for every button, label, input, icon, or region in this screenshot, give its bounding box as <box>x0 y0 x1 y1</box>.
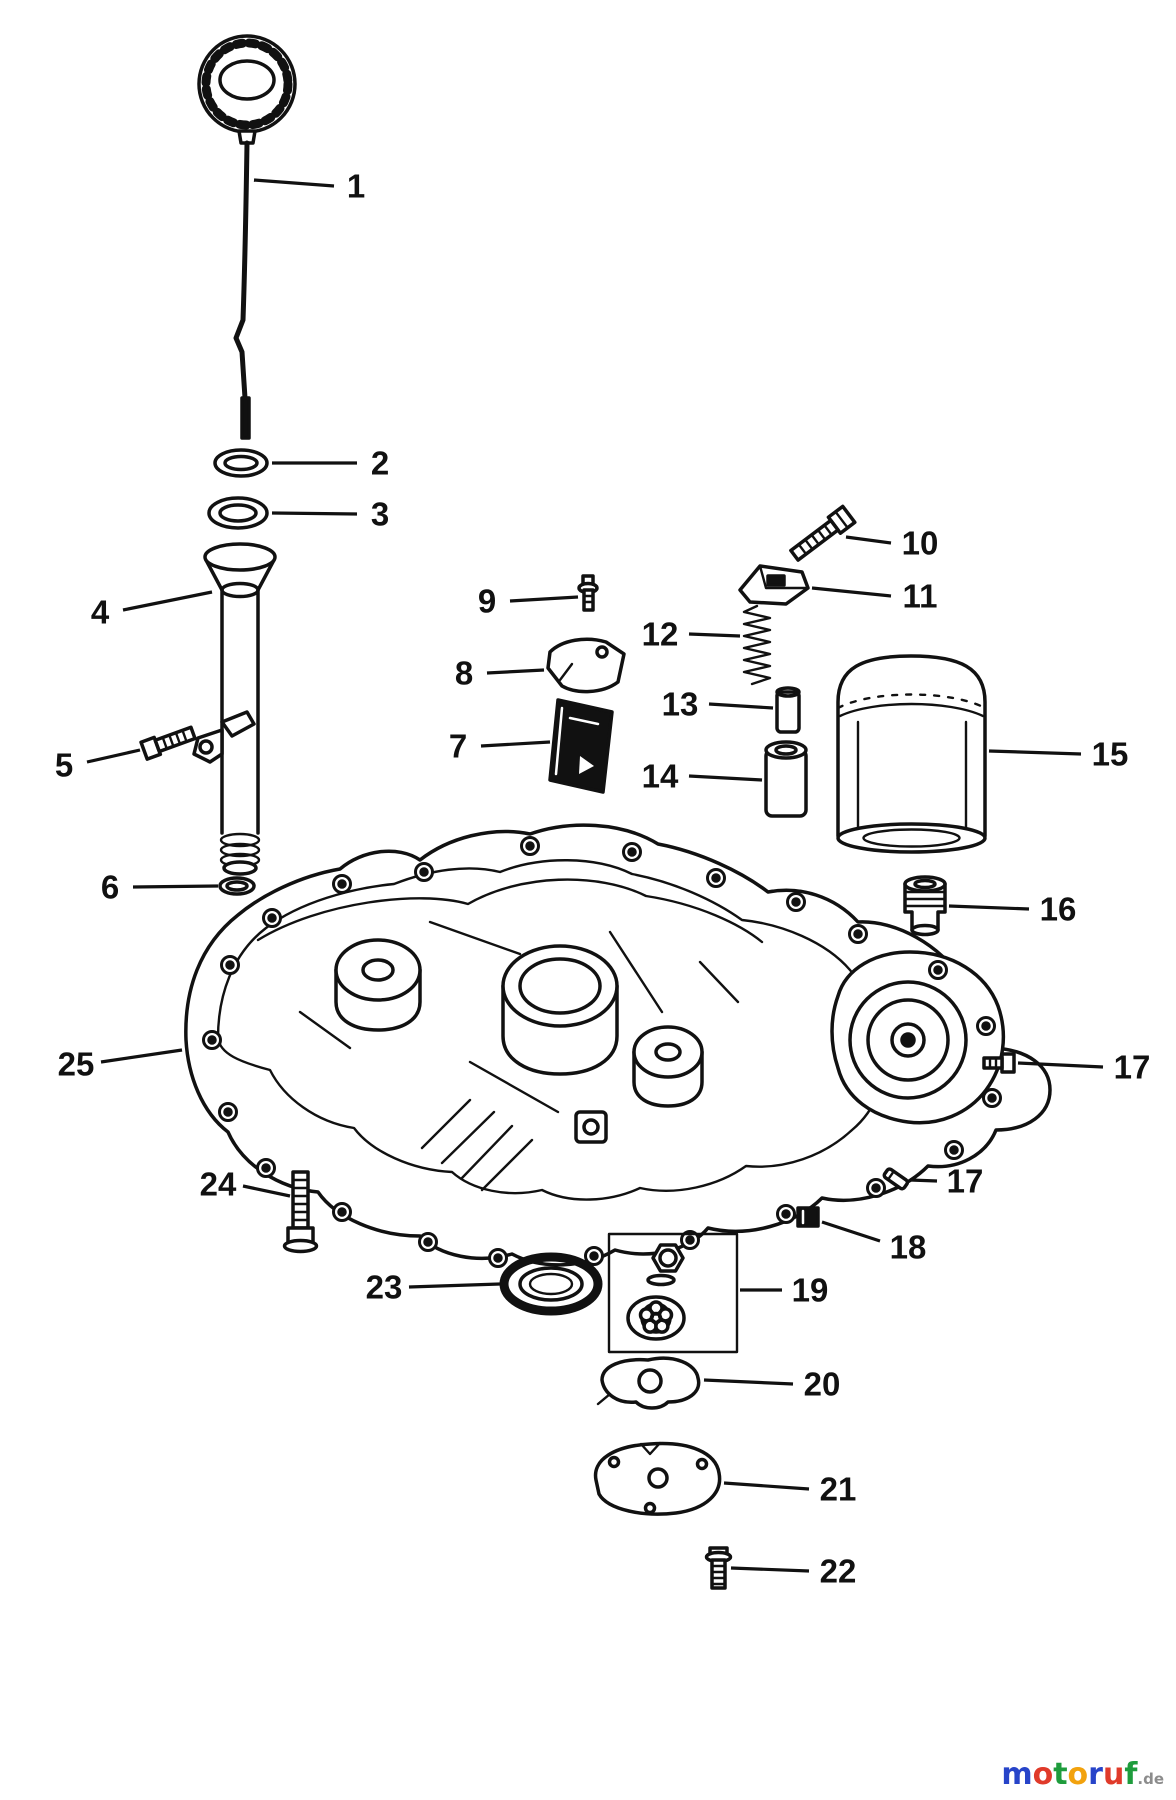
o-ring-upper <box>213 448 269 478</box>
part-number-24: 24 <box>200 1166 237 1203</box>
leader-line-12-11 <box>688 632 741 638</box>
leader-line-18-18 <box>821 1220 881 1243</box>
leader-line-1-0 <box>253 178 335 188</box>
leader-line-8-7 <box>486 668 545 675</box>
pan-webbing <box>298 920 740 1114</box>
oil-seal <box>499 1252 603 1316</box>
label-bracket <box>546 637 626 694</box>
part-number-12: 12 <box>642 616 679 653</box>
oil-pump-kit <box>607 1232 739 1354</box>
pump-gasket <box>596 1356 701 1410</box>
leader-line-20-20 <box>703 1378 794 1386</box>
watermark-brand: motoruf <box>1001 1757 1137 1792</box>
part-number-20: 20 <box>804 1366 841 1403</box>
part-number-1: 1 <box>347 168 365 205</box>
oil-pan <box>184 823 1052 1269</box>
mount-bolt <box>789 504 857 562</box>
leader-line-24-24 <box>242 1184 291 1198</box>
watermark-link[interactable]: motoruf.de <box>1001 1757 1164 1792</box>
leader-line-22-22 <box>730 1566 810 1573</box>
part-number-19: 19 <box>792 1272 829 1309</box>
pan-bolt <box>282 1170 319 1254</box>
oil-filter <box>836 654 987 854</box>
watermark-letter: m <box>1001 1757 1033 1792</box>
mount-bracket <box>738 564 810 606</box>
pan-bosses <box>334 938 704 1144</box>
leader-line-23-23 <box>408 1282 501 1289</box>
part-number-15: 15 <box>1092 736 1129 773</box>
watermark-letter: t <box>1053 1757 1068 1792</box>
relief-spring <box>742 604 772 686</box>
leader-line-11-10 <box>811 586 892 598</box>
part-number-9: 9 <box>478 583 496 620</box>
pan-interior-contour <box>256 878 764 944</box>
cover-screw <box>704 1546 733 1590</box>
leader-line-14-13 <box>688 774 763 782</box>
leader-line-13-12 <box>708 702 774 710</box>
leader-line-21-21 <box>723 1481 810 1491</box>
watermark-letter: o <box>1032 1757 1054 1792</box>
part-number-17: 17 <box>947 1163 984 1200</box>
warning-label <box>548 698 614 794</box>
pump-nut <box>646 1243 685 1287</box>
part-number-7: 7 <box>449 728 467 765</box>
watermark-letter: u <box>1102 1757 1125 1792</box>
leader-line-15-14 <box>988 749 1082 756</box>
part-number-8: 8 <box>455 655 473 692</box>
leader-line-25-25 <box>100 1048 183 1064</box>
part-number-17: 17 <box>1114 1049 1151 1086</box>
pump-rotor <box>626 1295 686 1341</box>
filter-adapter <box>903 875 947 937</box>
tube-clamp <box>192 710 256 764</box>
drain-plug <box>796 1206 820 1228</box>
part-number-18: 18 <box>890 1229 927 1266</box>
part-number-10: 10 <box>902 525 939 562</box>
watermark-letter: o <box>1067 1757 1089 1792</box>
part-number-16: 16 <box>1040 891 1077 928</box>
tube-clamp-bolt <box>139 725 197 761</box>
o-ring-lower <box>218 876 256 896</box>
set-screw <box>982 1052 1016 1074</box>
leader-line-10-9 <box>845 535 892 545</box>
part-number-5: 5 <box>55 747 73 784</box>
part-number-25: 25 <box>58 1046 95 1083</box>
seal-washer <box>207 496 269 530</box>
leader-line-17-16 <box>1017 1061 1104 1069</box>
relief-valve-body <box>764 740 808 818</box>
watermark-letter: r <box>1088 1757 1103 1792</box>
part-number-2: 2 <box>371 445 389 482</box>
part-number-21: 21 <box>820 1471 857 1508</box>
dipstick <box>197 34 297 440</box>
leader-line-16-15 <box>948 904 1030 911</box>
pan-hatch-lines <box>420 1098 534 1192</box>
pump-cover <box>593 1441 722 1516</box>
part-number-4: 4 <box>91 594 110 631</box>
kit-box <box>607 1232 739 1354</box>
part-number-3: 3 <box>371 496 389 533</box>
part-number-11: 11 <box>903 578 938 615</box>
leader-line-4-3 <box>122 590 213 612</box>
leader-line-3-2 <box>271 511 358 516</box>
dipstick-tube <box>192 542 277 876</box>
pump-housing <box>830 950 1006 1125</box>
watermark-letter: f <box>1124 1757 1138 1792</box>
relief-plunger <box>775 686 801 734</box>
part-number-6: 6 <box>101 869 119 906</box>
part-number-23: 23 <box>366 1269 403 1306</box>
part-number-14: 14 <box>642 758 679 795</box>
dowel-pin <box>882 1167 910 1191</box>
leader-line-9-8 <box>509 595 579 603</box>
callout-layer: 1234567891011121314151617171819202122232… <box>55 168 1151 1590</box>
leader-line-17-17 <box>909 1178 938 1183</box>
part-number-13: 13 <box>662 686 699 723</box>
leader-line-6-5 <box>132 884 219 889</box>
bracket-screw <box>577 574 599 612</box>
leader-line-5-4 <box>86 748 141 764</box>
leader-line-7-6 <box>480 740 551 748</box>
part-number-22: 22 <box>820 1553 857 1590</box>
watermark-suffix: .de <box>1137 1770 1164 1788</box>
